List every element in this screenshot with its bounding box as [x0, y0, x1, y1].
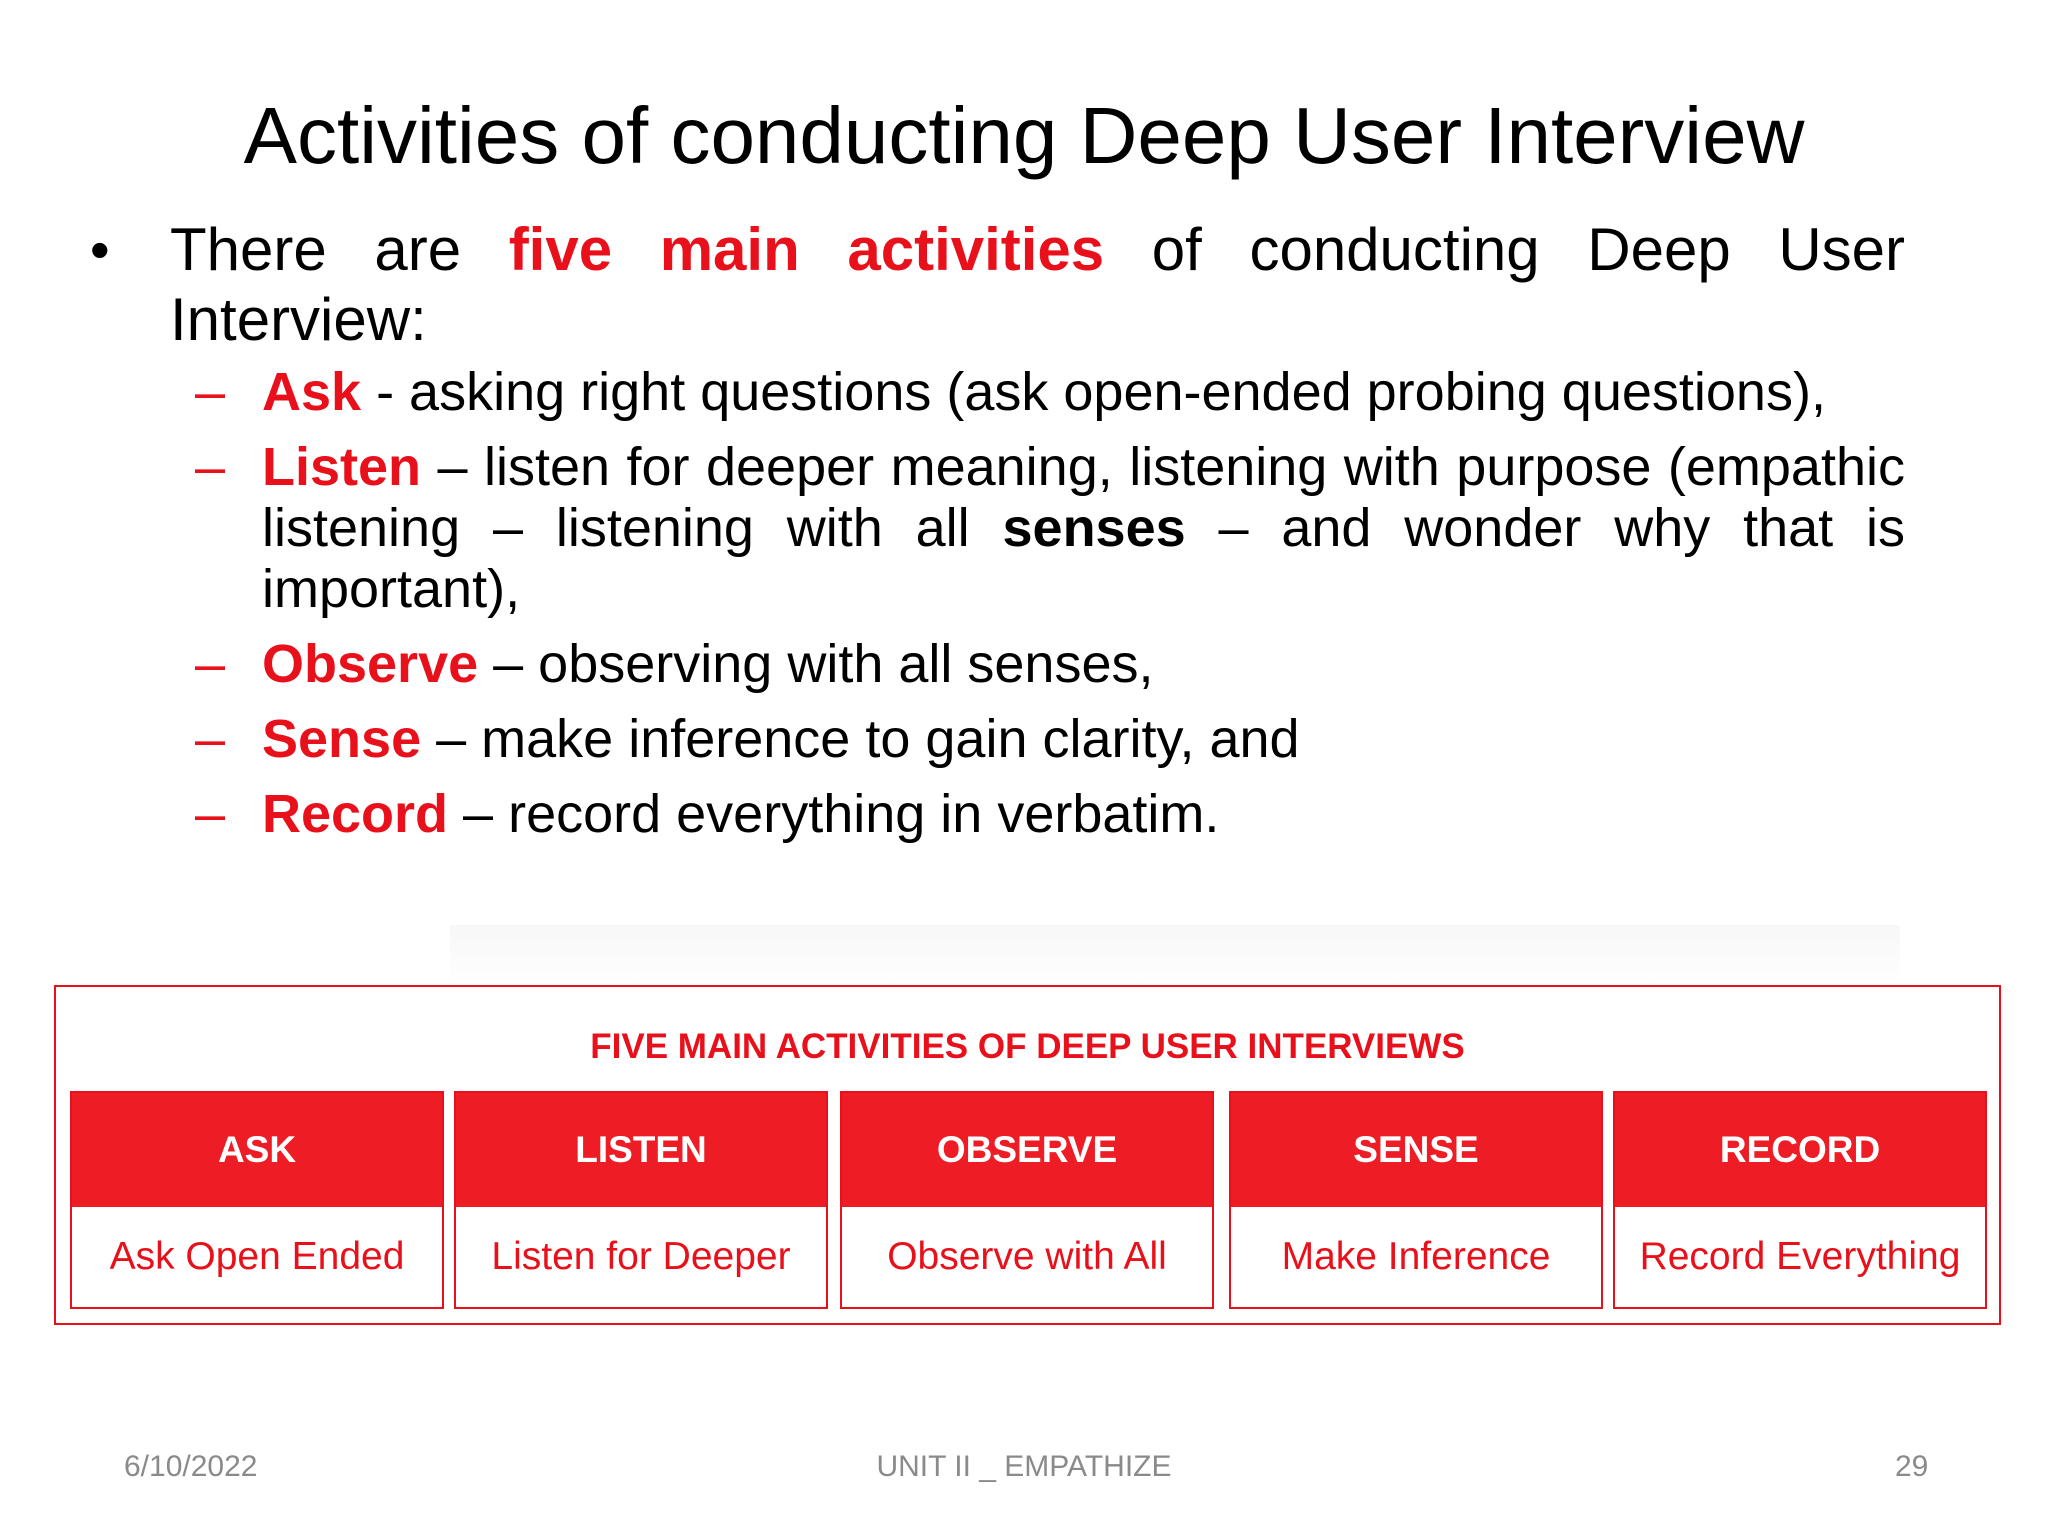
desc-sense: – make inference to gain clarity, and — [421, 709, 1300, 769]
dash-icon: – — [195, 362, 226, 422]
column-heading: SENSE — [1231, 1093, 1601, 1207]
list-item-observe: – Observe – observing with all senses, — [195, 634, 1905, 695]
image-shadow — [450, 925, 1900, 985]
term-ask: Ask — [262, 362, 362, 422]
column-heading: ASK — [72, 1093, 442, 1207]
infographic-title: FIVE MAIN ACTIVITIES OF DEEP USER INTERV… — [590, 1027, 1465, 1066]
list-item-text: Listen – listen for deeper meaning, list… — [262, 437, 1905, 620]
desc-listen-after: – and wonder why that is important), — [262, 498, 1905, 619]
list-item-listen: – Listen – listen for deeper meaning, li… — [195, 437, 1905, 620]
intro-highlight: five main activities — [508, 216, 1105, 283]
dash-icon: – — [195, 437, 226, 497]
column-description: Ask Open Ended — [109, 1235, 405, 1278]
desc-record: – record everything in verbatim. — [448, 784, 1220, 844]
desc-listen-before: – listen for deeper meaning, listening w… — [262, 437, 1905, 558]
dash-icon: – — [195, 634, 226, 694]
column-sense: SENSE Make Inference — [1229, 1091, 1603, 1309]
slide-title: Activities of conducting Deep User Inter… — [243, 91, 1805, 180]
column-heading: OBSERVE — [842, 1093, 1212, 1207]
column-description: Listen for Deeper — [491, 1235, 791, 1278]
column-observe: OBSERVE Observe with All — [840, 1091, 1214, 1309]
column-record: RECORD Record Everything — [1613, 1091, 1987, 1309]
column-description: Record Everything — [1639, 1235, 1961, 1278]
main-bullet: • There are five main activities of cond… — [90, 215, 1905, 355]
term-record: Record — [262, 784, 449, 844]
list-item-text: Record – record everything in verbatim. — [262, 784, 1905, 845]
desc-observe: – observing with all senses, — [478, 634, 1154, 694]
column-description: Observe with All — [887, 1235, 1167, 1278]
desc-listen-bold: senses — [1002, 498, 1186, 558]
bullet-dot-icon: • — [90, 218, 110, 281]
footer-page-number: 29 — [1895, 1450, 1929, 1483]
term-observe: Observe — [262, 634, 479, 694]
intro-before: There are — [170, 216, 462, 283]
infographic-columns: ASK Ask Open Ended LISTEN Listen for Dee… — [70, 1091, 1987, 1309]
list-item-sense: – Sense – make inference to gain clarity… — [195, 709, 1905, 770]
intro-after: of conducting Deep User Interview: — [170, 216, 1906, 353]
column-listen: LISTEN Listen for Deeper — [454, 1091, 828, 1309]
activity-list: – Ask - asking right questions (ask open… — [195, 362, 1905, 845]
list-item-record: – Record – record everything in verbatim… — [195, 784, 1905, 845]
term-sense: Sense — [262, 709, 422, 769]
column-heading: RECORD — [1615, 1093, 1985, 1207]
term-listen: Listen — [262, 437, 422, 497]
footer-date: 6/10/2022 — [124, 1450, 258, 1483]
dash-icon: – — [195, 784, 226, 844]
column-heading: LISTEN — [456, 1093, 826, 1207]
activities-infographic: FIVE MAIN ACTIVITIES OF DEEP USER INTERV… — [54, 985, 2001, 1325]
main-bullet-text: There are five main activities of conduc… — [170, 215, 1905, 355]
column-description: Make Inference — [1281, 1235, 1551, 1278]
desc-ask: - asking right questions (ask open-ended… — [361, 362, 1826, 422]
list-item-text: Observe – observing with all senses, — [262, 634, 1905, 695]
dash-icon: – — [195, 709, 226, 769]
list-item-text: Ask - asking right questions (ask open-e… — [262, 362, 1905, 423]
list-item-text: Sense – make inference to gain clarity, … — [262, 709, 1905, 770]
column-ask: ASK Ask Open Ended — [70, 1091, 444, 1309]
list-item-ask: – Ask - asking right questions (ask open… — [195, 362, 1905, 423]
footer-unit: UNIT II _ EMPATHIZE — [876, 1450, 1172, 1483]
